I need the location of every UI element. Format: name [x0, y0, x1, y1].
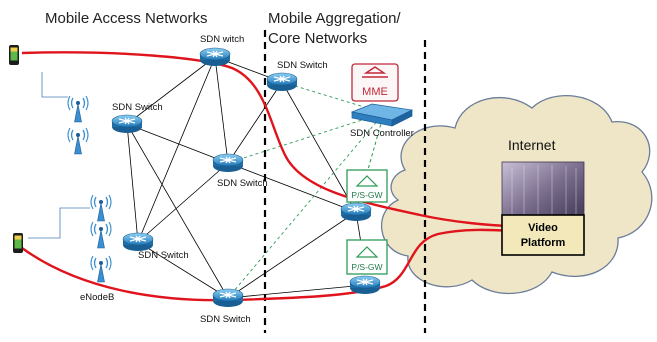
video-stream-upper — [21, 51, 517, 228]
switch-label: SDN Switch — [200, 314, 251, 325]
antenna-icon — [67, 95, 89, 123]
switch-label: SDN Switch — [217, 178, 268, 189]
sdn-switch-icon — [349, 275, 381, 295]
ps-gw-label: P/S-GW — [351, 262, 382, 272]
mme-label: MME — [362, 86, 388, 98]
sdn-switch-icon — [340, 202, 372, 222]
antenna-icon — [67, 127, 89, 155]
switch-label: SDN Switch — [138, 250, 189, 261]
sdn-controller-label: SDN Controller — [350, 128, 414, 139]
sdn-switch-icon — [212, 153, 244, 173]
ps-gw-label: P/S-GW — [351, 190, 382, 200]
internet-label: Internet — [508, 137, 556, 153]
switch-label: SDN Switch — [277, 60, 328, 71]
switch-label: SDN witch — [200, 34, 244, 45]
sdn-switch-icon — [266, 72, 298, 92]
sdn-switch-icon — [212, 288, 244, 308]
switch-label: SDN Switch — [112, 102, 163, 113]
enodeb-label: eNodeB — [80, 292, 114, 303]
mobile-phone-icon — [9, 45, 19, 65]
sdn-switch-icon — [111, 114, 143, 134]
antenna-icon — [90, 221, 112, 249]
radio-links — [28, 72, 90, 239]
aggregation-header-line2: Core Networks — [268, 30, 367, 47]
ps-gw-box: P/S-GW — [346, 239, 388, 275]
sdn-switch-icon — [199, 47, 231, 67]
antenna-icon — [90, 255, 112, 283]
mme-box: MME — [351, 63, 399, 102]
video-streams — [21, 51, 517, 302]
video-platform-label-2: Platform — [521, 237, 566, 249]
video-platform-label-1: Video — [528, 222, 558, 234]
mobile-phone-icon — [13, 233, 23, 253]
antenna-icon — [90, 194, 112, 222]
sdn-controller-icon — [350, 103, 414, 127]
video-platform: Video Platform — [501, 161, 585, 256]
ps-gw-box: P/S-GW — [346, 169, 388, 203]
video-stream-lower — [21, 228, 517, 302]
access-networks-header: Mobile Access Networks — [45, 10, 208, 27]
data-links — [126, 56, 366, 299]
aggregation-header-line1: Mobile Aggregation/ — [268, 10, 401, 27]
sdn-switch-icon — [122, 232, 154, 252]
